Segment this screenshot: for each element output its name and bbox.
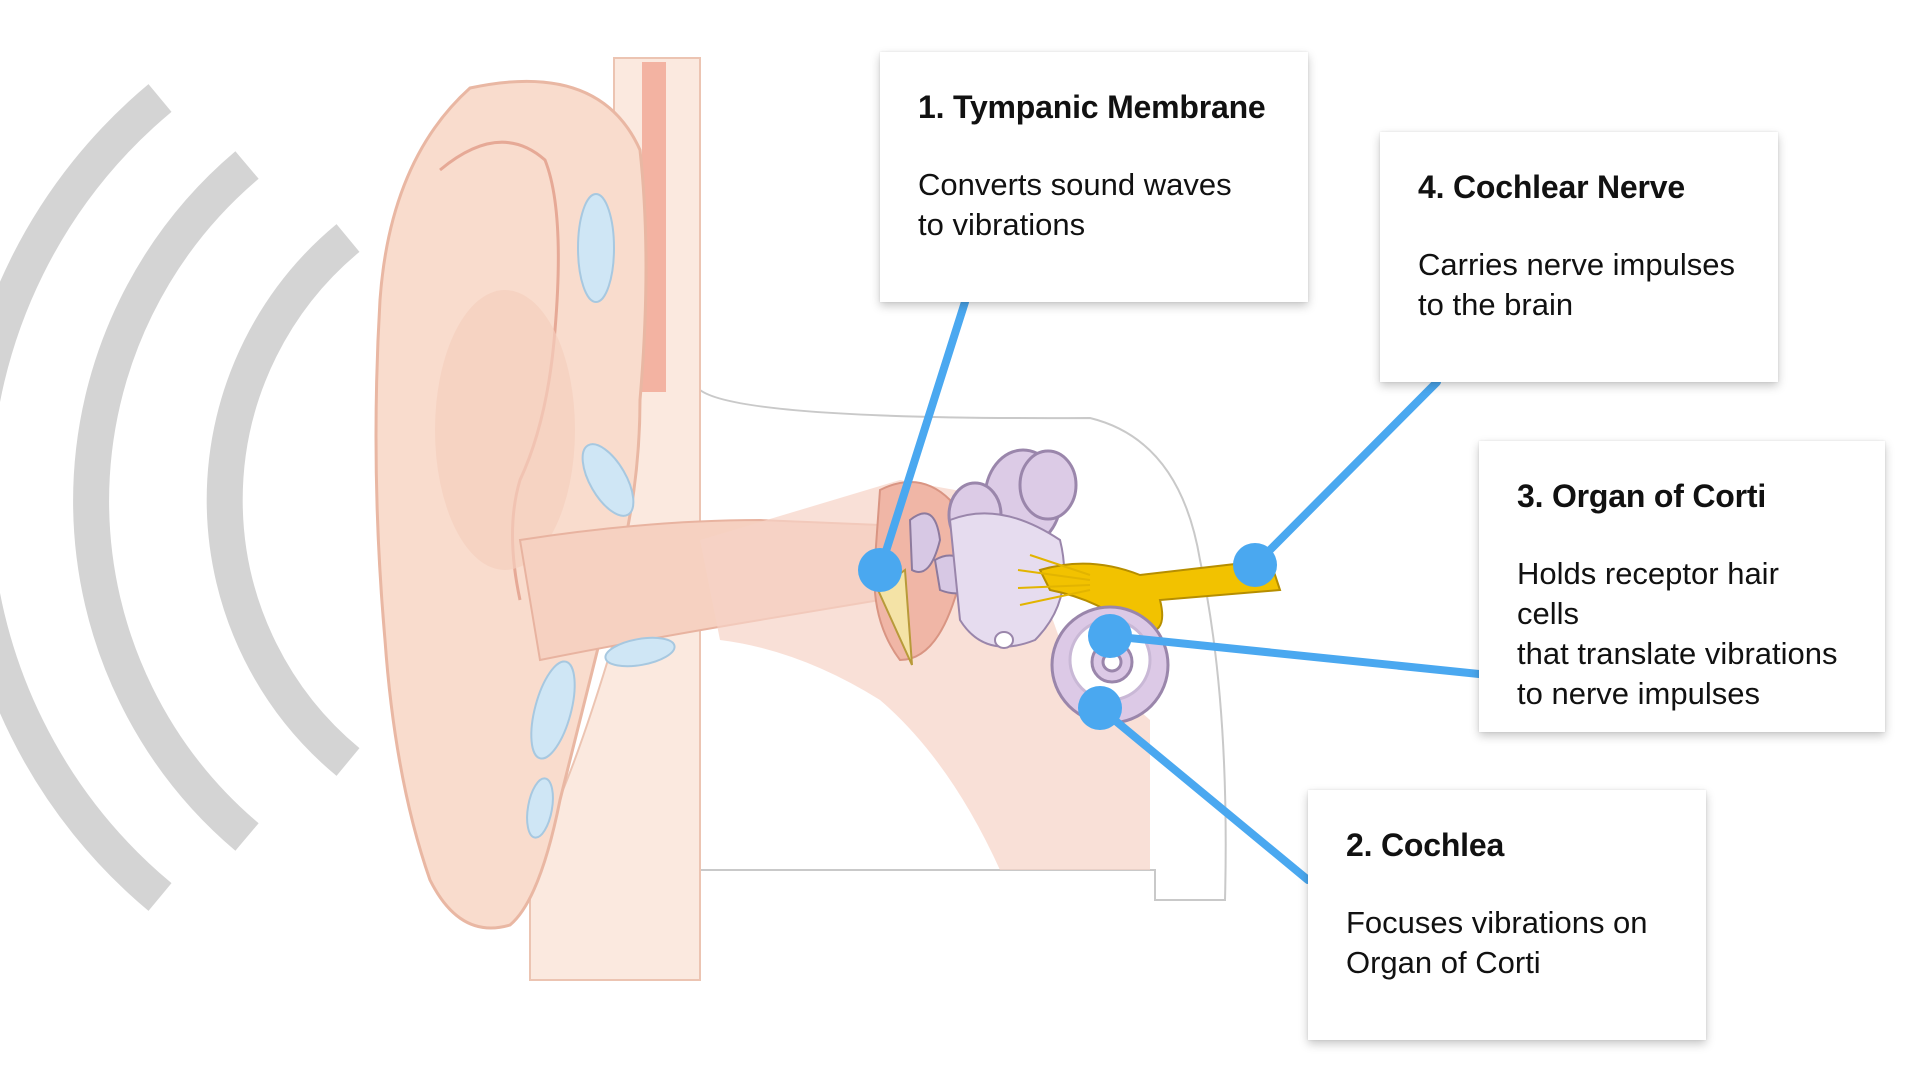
pointer-line-3 <box>1106 632 1483 678</box>
pointer-dot-4 <box>1233 543 1277 587</box>
sound-waves <box>0 84 360 911</box>
pointer-dot-1 <box>858 548 902 592</box>
callout-organ-of-corti: 3. Organ of Corti Holds receptor hair ce… <box>1479 441 1885 732</box>
callout-cochlear-nerve: 4. Cochlear Nerve Carries nerve impulses… <box>1380 132 1778 382</box>
callout-title: 3. Organ of Corti <box>1517 478 1767 514</box>
callout-cochlea: 2. Cochlea Focuses vibrations on Organ o… <box>1308 790 1706 1040</box>
callout-description: Converts sound waves to vibrations <box>918 167 1232 243</box>
callout-tympanic-membrane: 1. Tympanic Membrane Converts sound wave… <box>880 52 1308 302</box>
pointer-dots <box>858 543 1277 730</box>
pointer-dot-3 <box>1088 614 1132 658</box>
concha <box>435 290 575 570</box>
head-outline <box>639 57 1227 901</box>
callout-description: Holds receptor hair cells that translate… <box>1517 556 1838 712</box>
pointer-line-4 <box>1251 378 1441 569</box>
pointer-lines <box>876 298 1483 884</box>
sound-wave-middle <box>73 151 259 851</box>
callout-title: 4. Cochlear Nerve <box>1418 169 1685 205</box>
sound-wave-outer <box>0 84 172 911</box>
callout-description: Focuses vibrations on Organ of Corti <box>1346 905 1648 981</box>
sound-wave-inner <box>206 224 360 776</box>
callout-description: Carries nerve impulses to the brain <box>1418 247 1735 323</box>
nerve-fibers <box>1017 554 1091 606</box>
pointer-dot-2 <box>1078 686 1122 730</box>
cartilage-patches <box>526 193 676 839</box>
round-window <box>994 631 1014 649</box>
pointer-line-2 <box>1096 704 1312 884</box>
cochlear-nerve <box>1038 558 1282 633</box>
callout-title: 1. Tympanic Membrane <box>918 89 1266 125</box>
callout-title: 2. Cochlea <box>1346 827 1505 863</box>
pointer-line-1 <box>876 298 969 574</box>
